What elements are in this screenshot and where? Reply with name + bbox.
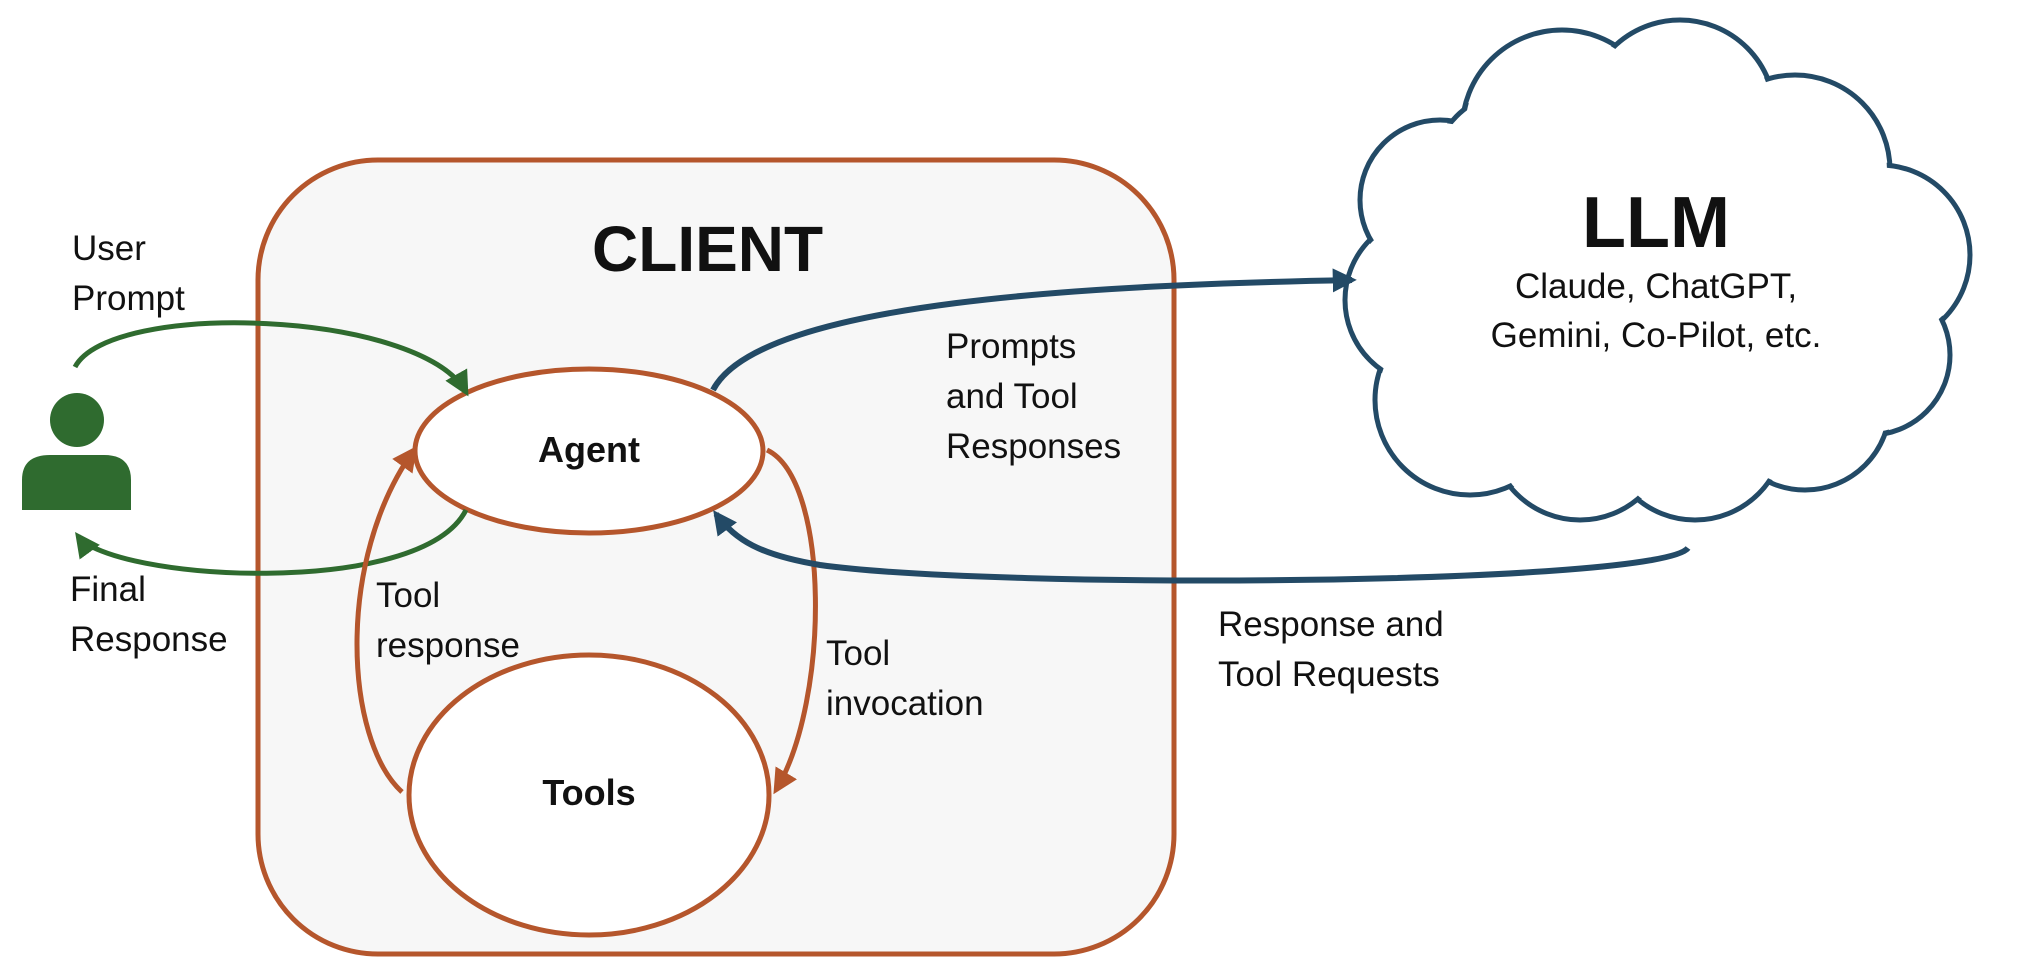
llm-title: LLM (1582, 183, 1730, 263)
client-title: CLIENT (592, 213, 824, 285)
response-and-tool-requests-label: Response and Tool Requests (1218, 605, 1444, 694)
tools-label: Tools (542, 772, 636, 813)
tool-response-label: Tool response (376, 576, 520, 665)
agent-label: Agent (538, 429, 640, 470)
user-prompt-arrow (72, 320, 469, 397)
prompts-and-tool-responses-label: Prompts and Tool Responses (946, 327, 1122, 466)
user-prompt-label: User Prompt (72, 229, 185, 318)
final-response-arrow (75, 508, 469, 576)
prompts-to-llm-arrow (710, 268, 1357, 392)
llm-cloud-fill (1348, 23, 1967, 517)
final-response-label: Final Response (70, 570, 228, 659)
tool-invocation-arrow (765, 447, 818, 795)
tools-node (406, 652, 772, 938)
tool-response-arrow (354, 445, 417, 794)
user-person-icon (22, 393, 131, 510)
llm-subtitle: Claude, ChatGPT, Gemini, Co-Pilot, etc. (1490, 267, 1822, 355)
tool-invocation-label: Tool invocation (826, 634, 984, 723)
llm-response-arrow (713, 510, 1691, 584)
